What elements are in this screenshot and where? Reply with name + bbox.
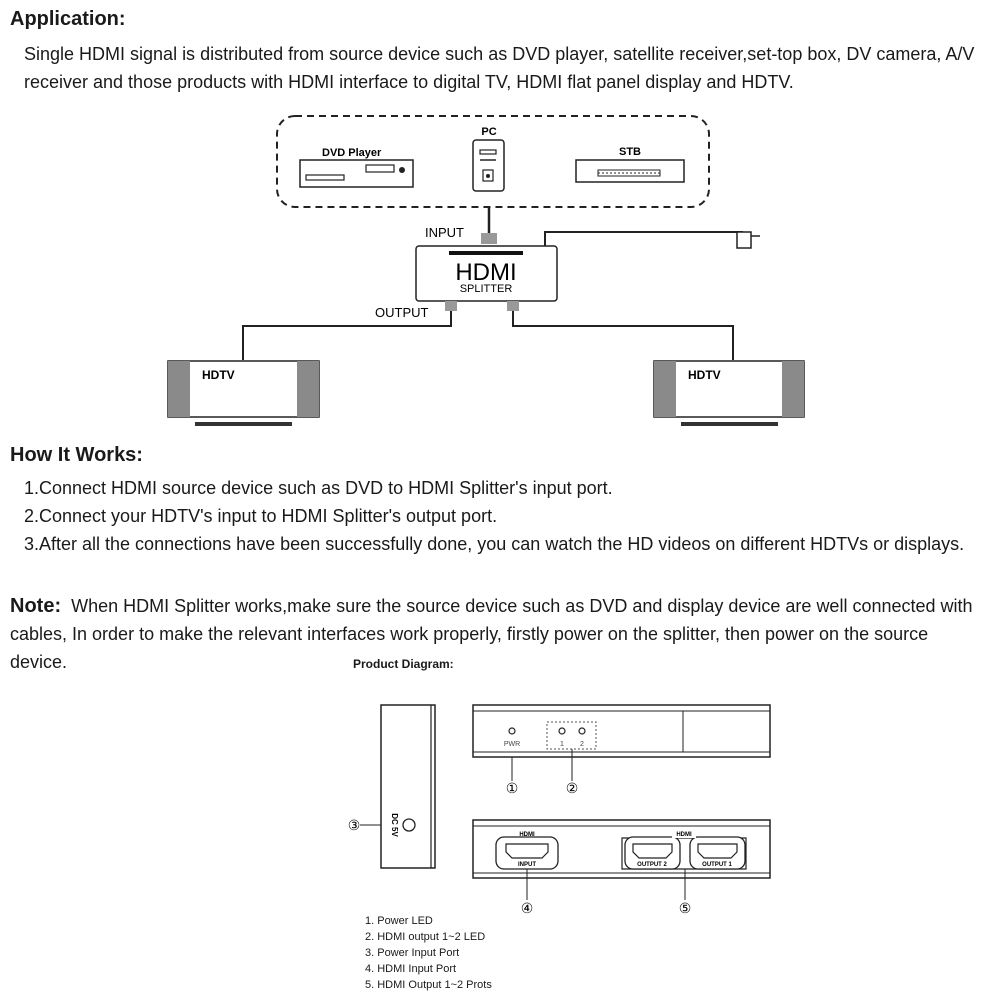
hdtv-left-icon <box>167 360 320 426</box>
callout-5: ⑤ <box>679 900 692 916</box>
power-cable <box>544 231 743 246</box>
splitter-title: HDMI <box>455 259 516 286</box>
callout-4: ④ <box>521 900 534 916</box>
note-label: Note: <box>10 595 62 617</box>
note-paragraph: Note: When HDMI Splitter works,make sure… <box>10 592 985 676</box>
input-connector <box>481 233 497 244</box>
dvd-player-icon <box>299 159 414 188</box>
product-legend: 1. Power LED 2. HDMI output 1~2 LED 3. P… <box>365 913 492 993</box>
output1-label: OUTPUT 1 <box>702 862 732 868</box>
step-1: 1.Connect HDMI source device such as DVD… <box>24 478 613 498</box>
input-label: INPUT <box>425 225 464 240</box>
hdtv-right-label: HDTV <box>688 368 721 382</box>
legend-item: 1. Power LED <box>365 915 433 927</box>
hdmi-output-2-port <box>624 836 681 870</box>
led2-label: 2 <box>580 741 584 748</box>
output-led-2 <box>578 727 586 735</box>
product-diagram-title: Product Diagram: <box>353 657 454 671</box>
back-view-device <box>472 819 771 879</box>
application-text: Single HDMI signal is distributed from s… <box>24 44 975 92</box>
pc-label: PC <box>481 126 496 138</box>
input-port-label: INPUT <box>518 862 536 868</box>
output-cable-left <box>242 311 452 360</box>
output-cable-right <box>512 311 734 360</box>
stb-label: STB <box>619 146 641 158</box>
power-plug-icon <box>736 231 752 249</box>
hdmi-splitter-box <box>415 245 558 302</box>
dc-label: DC 5V <box>390 813 399 837</box>
hdmi-input-label: HDMI <box>519 832 535 838</box>
output-led-1 <box>558 727 566 735</box>
application-heading: Application: <box>10 8 126 30</box>
legend-item: 5. HDMI Output 1~2 Prots <box>365 979 492 991</box>
pwr-label: PWR <box>504 741 520 748</box>
step-3: 3.After all the connections have been su… <box>24 534 965 554</box>
stb-icon <box>575 159 685 183</box>
how-it-works-heading: How It Works: <box>10 444 143 466</box>
hdtv-left-label: HDTV <box>202 368 235 382</box>
legend-item: 4. HDMI Input Port <box>365 963 457 975</box>
note-text: When HDMI Splitter works,make sure the s… <box>10 596 973 672</box>
splitter-subtitle: SPLITTER <box>460 283 513 295</box>
callout-3: ③ <box>348 817 361 833</box>
hdtv-right-icon <box>653 360 805 426</box>
legend-item: 2. HDMI output 1~2 LED <box>365 931 486 943</box>
front-view-device <box>472 704 771 758</box>
power-led <box>508 727 516 735</box>
product-diagram: DC 5V ③ PWR 1 2 ① ② HDMI INPUT HDMI OUTP… <box>348 704 771 916</box>
pc-icon <box>472 139 505 192</box>
hdmi-output-label: HDMI <box>676 832 692 838</box>
dvd-label: DVD Player <box>322 147 382 159</box>
callout-2: ② <box>566 780 579 796</box>
source-devices-group <box>276 115 710 208</box>
output2-label: OUTPUT 2 <box>637 862 667 868</box>
output-label: OUTPUT <box>375 305 429 320</box>
hdmi-output-1-port <box>689 836 746 870</box>
side-view-device <box>380 704 436 869</box>
application-diagram: DVD Player PC STB INPUT HDMI SPLITTER OU… <box>167 115 805 426</box>
callout-1: ① <box>506 780 519 796</box>
led1-label: 1 <box>560 741 564 748</box>
legend-item: 3. Power Input Port <box>365 947 460 959</box>
step-2: 2.Connect your HDTV's input to HDMI Spli… <box>24 506 498 526</box>
dc-power-port <box>402 818 416 832</box>
